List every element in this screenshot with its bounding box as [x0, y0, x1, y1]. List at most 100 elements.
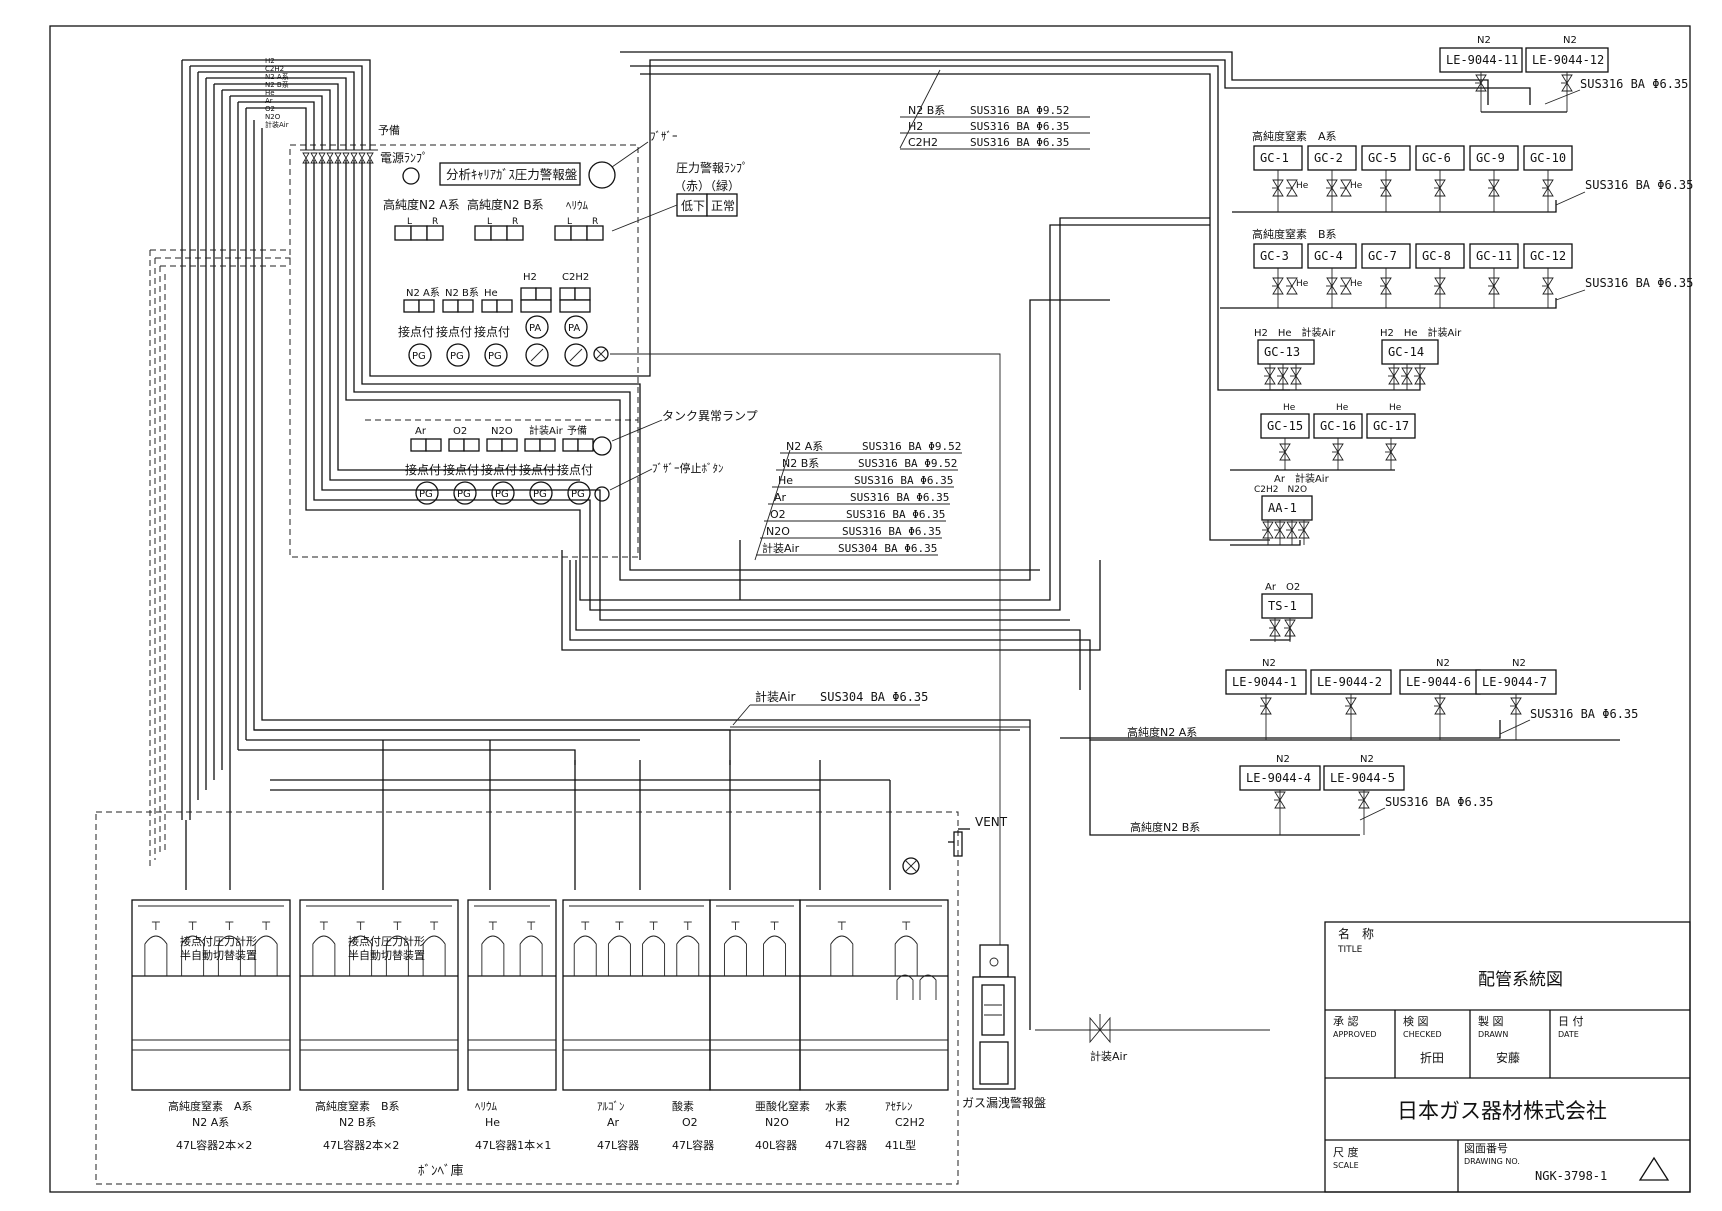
- valve-icon: [1434, 697, 1446, 715]
- indicator-cell: [554, 225, 572, 241]
- le-box: [1225, 669, 1307, 695]
- cabinet-volume: 41L型: [885, 1138, 916, 1152]
- valve-icon: [1510, 697, 1522, 715]
- tank-lamp-icon: [592, 436, 612, 456]
- svg-text:PA: PA: [568, 323, 580, 334]
- sus-label: SUS316 BA Φ6.35: [1585, 276, 1693, 290]
- le-gas: N2: [1436, 658, 1450, 669]
- valve-icon: [1272, 277, 1284, 295]
- valve-icon: [1272, 179, 1284, 197]
- he-label: He: [1296, 181, 1309, 191]
- le-box: [1439, 47, 1523, 73]
- l-label: L: [407, 217, 412, 227]
- group-b-label: 高純度N2 B系: [467, 197, 544, 212]
- le-box-label: LE-9044-11: [1446, 53, 1518, 67]
- indicator-cell: [481, 299, 498, 313]
- gauge-gas-label: H2: [523, 272, 537, 283]
- gc-box: [1361, 145, 1411, 171]
- he-label: He: [1350, 181, 1363, 191]
- panel-valve-manifold: [300, 149, 378, 164]
- gas-cylinder-icon: [217, 921, 241, 976]
- sus-label: SUS316 BA Φ6.35: [1580, 77, 1688, 91]
- switcher-label-2: 半自動切替装置: [180, 948, 257, 962]
- valve-icon: [1401, 367, 1413, 385]
- drawing-title: 配管系統図: [1478, 970, 1563, 990]
- main-a-label: 高純度N2 A系: [1127, 725, 1197, 739]
- storage-title: ﾎﾞﾝﾍﾞ庫: [418, 1164, 464, 1179]
- gas-cylinder-icon: [254, 921, 278, 976]
- gauge-gas-label: 予備: [567, 424, 587, 437]
- indicator-cell: [586, 225, 604, 241]
- cylinder-cabinet: [799, 899, 949, 1091]
- air-outlet-valve-icon: [1080, 1014, 1111, 1044]
- spec-value: SUS304 BA Φ6.35: [838, 542, 937, 555]
- indicator-cell: [520, 299, 552, 313]
- gc-box-label: GC-12: [1530, 249, 1566, 263]
- approved-label: 承 認: [1333, 1014, 1359, 1028]
- pressure-gauge-icon: PG: [491, 481, 515, 505]
- spec-value: SUS316 BA Φ6.35: [854, 474, 953, 487]
- gauge-gas-label: N2 A系: [406, 287, 440, 299]
- gc-box-label: GC-17: [1373, 419, 1409, 433]
- drawn-value: 安藤: [1496, 1050, 1520, 1065]
- svg-text:PG: PG: [488, 351, 502, 362]
- cabinet-volume: 47L容器2本×2: [176, 1138, 252, 1152]
- pressure-gauge-icon: PG: [567, 481, 591, 505]
- checked-label-en: CHECKED: [1403, 1030, 1442, 1039]
- contact-label: 接点付: [436, 324, 472, 339]
- solenoid-valve-icon: [593, 346, 609, 362]
- valve-icon: [1380, 277, 1392, 295]
- cabinet-name: 高純度窒素 B系: [315, 1099, 400, 1113]
- gauge-gas-label: N2 B系: [445, 287, 479, 299]
- gc-box-label: GC-1: [1260, 151, 1289, 165]
- spec-gas: N2 A系: [786, 440, 823, 453]
- gas-cylinder-icon: [181, 921, 205, 976]
- pressure-gauge-icon: PG: [415, 481, 439, 505]
- gc-box-label: GC-11: [1476, 249, 1512, 263]
- svg-text:PG: PG: [450, 351, 464, 362]
- aa1-gases-1: Ar 計装Air: [1274, 472, 1330, 485]
- cabinet-volume: 47L容器: [825, 1138, 867, 1152]
- gas-cylinder-icon: [830, 921, 854, 976]
- cylinder-cabinet: [562, 899, 711, 1091]
- group-b-title: 高純度窒素 B系: [1252, 227, 1337, 241]
- indicator-cell: [535, 287, 552, 301]
- aa-box-label: AA-1: [1268, 501, 1297, 515]
- cabinet-name: 酸素: [672, 1099, 694, 1113]
- gc-box: [1523, 145, 1573, 171]
- gas-cylinder-icon: [385, 921, 409, 976]
- le-box: [1323, 765, 1405, 791]
- gauge-gas-label: Ar: [415, 426, 427, 437]
- he-label: He: [1283, 403, 1296, 413]
- gc-box-label: GC-3: [1260, 249, 1289, 263]
- gc-box-label: GC-10: [1530, 151, 1566, 165]
- valve-icon: [1298, 521, 1310, 539]
- drawing-no: NGK-3798-1: [1535, 1169, 1607, 1183]
- gas-cylinder-icon: [312, 921, 336, 976]
- cabinet-volume: 47L容器2本×2: [323, 1138, 399, 1152]
- gc-box: [1361, 243, 1411, 269]
- gas-leak-panel-label: ガス漏洩警報盤: [962, 1095, 1046, 1110]
- gas-cylinder-icon: [422, 921, 446, 976]
- le-gas: N2: [1477, 35, 1491, 46]
- gas-cylinder-icon: [763, 921, 787, 976]
- le-box-label: LE-9044-4: [1246, 771, 1311, 785]
- spec-gas: H2: [908, 120, 923, 133]
- checked-value: 折田: [1420, 1050, 1444, 1065]
- gc-box: [1366, 413, 1416, 439]
- group-a-title: 高純度窒素 A系: [1252, 129, 1337, 143]
- indicator-cell: [403, 299, 420, 313]
- cylinder-cabinet: [709, 899, 801, 1091]
- valve-icon: [1286, 277, 1298, 295]
- valve-icon: [1388, 367, 1400, 385]
- spare-label-top: 予備: [378, 124, 400, 137]
- gc-box: [1257, 339, 1315, 365]
- gc-box-label: GC-7: [1368, 249, 1397, 263]
- valve-icon: [1434, 277, 1446, 295]
- bundle-gas-label: Ar: [265, 97, 273, 105]
- valve-icon: [1561, 74, 1573, 92]
- cabinet-name: 水素: [825, 1100, 847, 1113]
- aa-box: [1261, 495, 1313, 521]
- indicator-cell: [524, 438, 541, 452]
- name-label-en: TITLE: [1337, 945, 1363, 955]
